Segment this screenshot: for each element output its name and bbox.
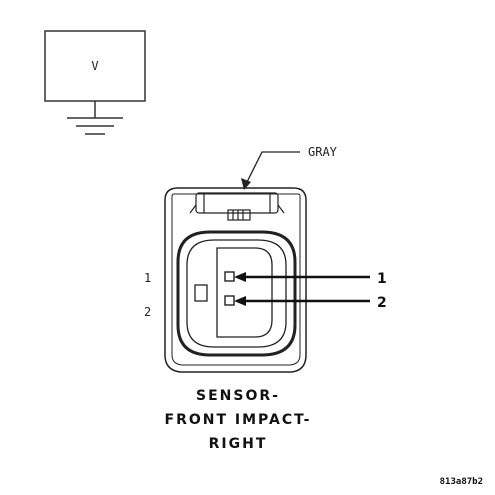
pin-cavity-block [216,247,273,338]
color-leader-line [243,151,300,189]
connector-housing [164,187,307,373]
connector-housing-inner [171,193,301,366]
title-line-3: RIGHT [209,436,268,452]
cavity-number-2: 2 [144,305,151,319]
pin-callout-1: 1 [377,271,387,287]
title-line-2: FRONT IMPACT- [165,412,312,428]
title-line-1: SENSOR- [196,388,280,404]
ground-icon [67,101,123,135]
pin-callout-2: 2 [377,295,387,311]
connector-color-label: GRAY [308,145,338,159]
cavity-number-1: 1 [144,271,151,285]
connector-latch [189,192,285,221]
connector-face-outer [176,230,297,357]
connector-face-inner [186,239,287,348]
color-leader-arrowhead [241,178,251,190]
pin-1-arrowhead [234,272,246,282]
terminal-1 [224,271,235,282]
key-slot [194,284,208,302]
terminal-2 [224,295,235,306]
figure-code: 813a87b2 [440,477,483,487]
voltmeter-symbol: V [91,59,98,73]
pin-2-arrowhead [234,296,246,306]
